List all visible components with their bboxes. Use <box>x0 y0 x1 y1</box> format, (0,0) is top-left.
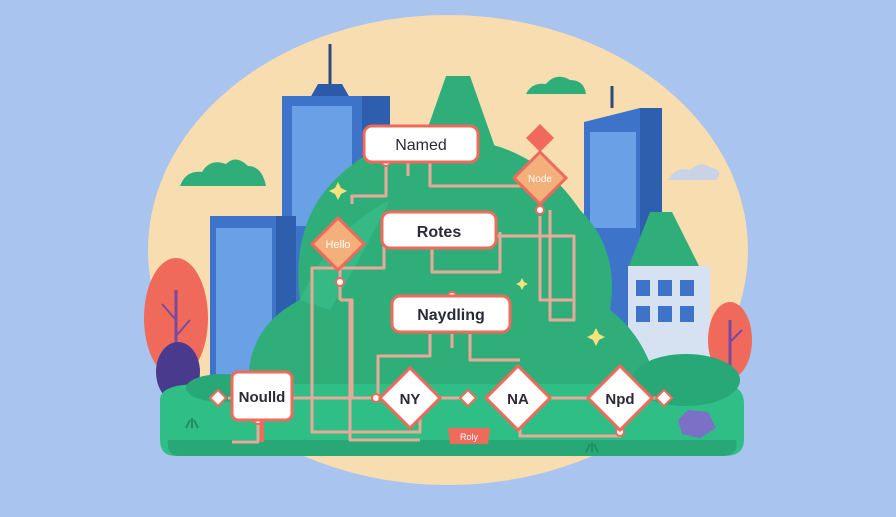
decision-node[interactable]: Node <box>511 149 569 207</box>
tag-roly-label: Roly <box>460 432 479 442</box>
bush-right <box>632 354 740 406</box>
node-naydling-label: Naydling <box>417 307 485 324</box>
node-noulld-label: Noulld <box>239 389 286 406</box>
connector-diamond-icon <box>208 388 674 408</box>
decision-npd[interactable]: Npd <box>585 363 655 433</box>
decision-hello-label: Hello <box>325 239 350 251</box>
node-naydling[interactable]: Naydling <box>390 294 512 334</box>
decision-hello[interactable]: Hello <box>309 215 367 273</box>
decision-npd-label: Npd <box>605 391 634 408</box>
decision-node-label: Node <box>528 174 552 185</box>
node-rotes-label: Rotes <box>417 224 462 241</box>
node-named[interactable]: Named <box>362 124 480 164</box>
decision-ny-label: NY <box>400 391 421 408</box>
tag-roly: Roly <box>448 428 490 444</box>
cloud-right-icon <box>668 164 720 180</box>
rock-icon <box>678 410 716 438</box>
grass-tuft-icon <box>185 418 599 453</box>
red-diamond-accent <box>526 124 554 152</box>
decision-na-label: NA <box>507 391 529 408</box>
decision-ny[interactable]: NY <box>377 365 443 431</box>
node-rotes[interactable]: Rotes <box>380 210 498 250</box>
decision-na[interactable]: NA <box>483 363 553 433</box>
cloud-top-icon <box>526 76 586 94</box>
node-named-label: Named <box>395 137 447 154</box>
node-noulld[interactable]: Noulld <box>230 370 294 422</box>
cloud-left-icon <box>180 159 266 186</box>
